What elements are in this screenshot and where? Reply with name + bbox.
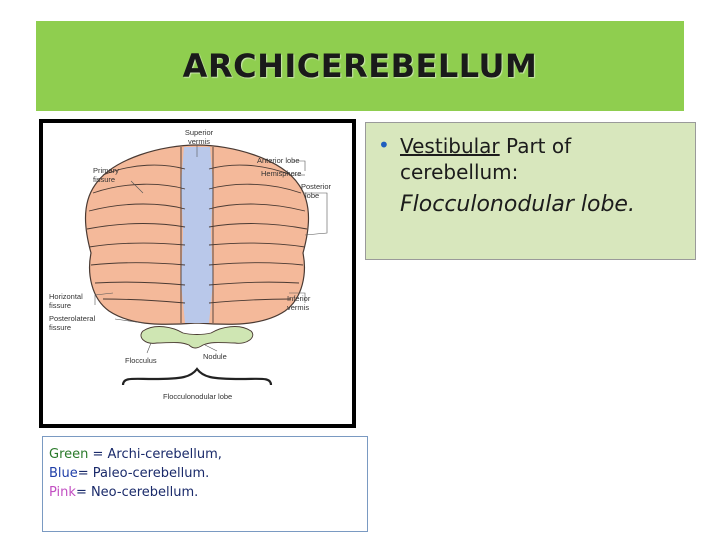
legend-green-text: = Archi-cerebellum,: [88, 447, 222, 462]
label-posterolateral-fissure: Posterolateral: [49, 314, 96, 323]
legend-green: Green = Archi-cerebellum,: [49, 445, 361, 464]
legend-blue-text: = Paleo-cerebellum.: [77, 466, 210, 481]
cerebellum-illustration: Superior vermis Anterior lobe Hemisphere…: [49, 128, 332, 401]
label-posterior-lobe-2: lobe: [305, 191, 319, 200]
color-legend: Green = Archi-cerebellum, Blue= Paleo-ce…: [42, 436, 368, 532]
bullet-lobe-name: Flocculonodular lobe.: [400, 192, 635, 217]
bullet-marker: •: [378, 133, 390, 157]
label-flocculonodular-lobe: Flocculonodular lobe: [163, 392, 232, 401]
legend-green-key: Green: [49, 447, 89, 462]
legend-blue: Blue= Paleo-cerebellum.: [49, 464, 361, 483]
cerebellum-diagram: Superior vermis Anterior lobe Hemisphere…: [39, 119, 356, 428]
label-posterior-lobe: Posterior: [301, 182, 332, 191]
bullet-item: • Vestibular Part of cerebellum: Floccul…: [378, 133, 683, 219]
label-superior-vermis: Superior: [185, 128, 214, 137]
label-hemisphere: Hemisphere: [261, 169, 301, 178]
flocculonodular-brace: [121, 367, 273, 386]
bullet-rest: Part of cerebellum:: [400, 134, 572, 184]
label-superior-vermis-2: vermis: [188, 137, 210, 146]
label-flocculus: Flocculus: [125, 356, 157, 365]
bullet-underlined-word: Vestibular: [400, 134, 500, 158]
label-inferior-vermis: Inferior: [287, 294, 311, 303]
label-horizontal-fissure: Horizontal: [49, 292, 83, 301]
slide-title: ARCHICEREBELLUM: [182, 47, 538, 85]
label-posterolateral-fissure-2: fissure: [49, 323, 71, 332]
label-primary-fissure: Primary: [93, 166, 119, 175]
label-primary-fissure-2: fissure: [93, 175, 115, 184]
paleocerebellum-vermis: [181, 147, 213, 323]
label-nodule: Nodule: [203, 352, 227, 361]
archicerebellum-flocculonodular: [140, 326, 254, 349]
title-banner: ARCHICEREBELLUM: [36, 21, 684, 111]
label-anterior-lobe: Anterior lobe: [257, 156, 300, 165]
leader-lines: [94, 145, 328, 354]
legend-pink: Pink= Neo-cerebellum.: [49, 483, 361, 502]
legend-blue-key: Blue: [49, 466, 78, 481]
label-inferior-vermis-2: vermis: [287, 303, 309, 312]
legend-pink-text: = Neo-cerebellum.: [75, 485, 199, 500]
bullet-box: • Vestibular Part of cerebellum: Floccul…: [365, 122, 696, 260]
folia-lines: [86, 147, 308, 323]
label-horizontal-fissure-2: fissure: [49, 301, 71, 310]
legend-pink-key: Pink: [49, 485, 76, 500]
bullet-text: Vestibular Part of cerebellum: Flocculon…: [400, 133, 683, 219]
